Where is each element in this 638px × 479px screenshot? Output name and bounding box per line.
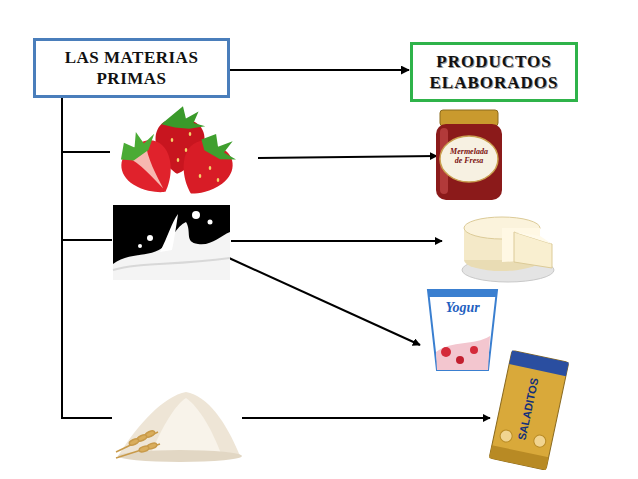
strawberry-picture-part-part [197,127,243,166]
strawberry-picture-part-part [171,138,174,142]
strawberry-picture-part-part [199,174,202,178]
milk-picture-part [208,220,213,225]
yogurt-picture-part [428,290,497,370]
yogurt-brand-text: Yogur [437,299,488,316]
flour-picture-part [118,392,240,456]
flour-picture-part-part [128,438,139,447]
flow-arrow [230,69,409,71]
bracket-line-part [62,151,110,153]
yogurt-picture-part [441,347,451,357]
milk-picture-part [113,258,230,270]
picture-arrow-part [242,417,490,419]
milk-picture-part [147,235,153,241]
flour-picture-part [116,430,160,458]
strawberry-picture-part-part [161,104,207,130]
strawberry-picture-part-part [177,158,180,162]
milk-picture [113,205,230,280]
picture-arrow-part [258,156,437,158]
jam-jar-picture-part [440,136,498,182]
jam-jar-picture-part [440,110,498,126]
strawberry-picture-part-part [189,132,192,136]
cracker-bag-picture [489,350,569,470]
milk-picture-part [192,211,200,219]
strawberry-picture-part [170,124,245,206]
milk-picture-part [138,244,142,248]
source-box: LAS MATERIAS PRIMAS [33,38,230,98]
milk-picture-part [160,214,178,252]
cheese-picture-part [514,232,552,244]
strawberry-picture-part-part [113,124,160,166]
jam-jar-picture-part [436,124,502,200]
flour-picture [116,392,242,462]
cracker-bag-picture-part [499,429,513,443]
bracket-line [62,96,112,418]
cracker-bag-picture-part [533,434,547,448]
box-label: LAS MATERIAS PRIMAS [42,47,221,89]
cracker-bag-picture-part [489,350,569,470]
strawberry-picture [108,104,246,206]
bracket-line-part [62,96,112,418]
strawberry-picture-part [108,124,186,206]
strawberry-picture-part-part [185,148,188,152]
strawberry-picture-part-part [209,166,212,170]
flour-picture-part-part [138,445,149,453]
yogurt-picture-part [428,289,497,297]
jar-label-text: Mermelada de Fresa [447,147,491,165]
yogurt-picture [428,289,497,370]
jam-jar-picture [436,110,502,200]
picture-arrow-part [229,258,420,345]
product-box: PRODUCTOS ELABORADOS [410,42,578,102]
cheese-picture [462,217,554,282]
cracker-bag-picture-part [489,445,548,470]
cracker-bag-picture-part [509,350,569,376]
milk-picture-part [113,205,230,280]
yogurt-picture-part [470,346,478,354]
flour-picture-part [150,398,222,456]
strawberry-picture-part-part [217,178,220,182]
yogurt-picture-part [436,336,490,370]
yogurt-picture-part [456,356,464,364]
bracket-line-part [62,239,112,241]
bag-brand-text: SALADITOS [513,369,543,448]
box-label: PRODUCTOS ELABORADOS [419,51,569,93]
strawberry-picture-part [171,132,220,182]
cheese-picture-part [514,232,552,268]
picture-arrow-part [231,240,442,242]
